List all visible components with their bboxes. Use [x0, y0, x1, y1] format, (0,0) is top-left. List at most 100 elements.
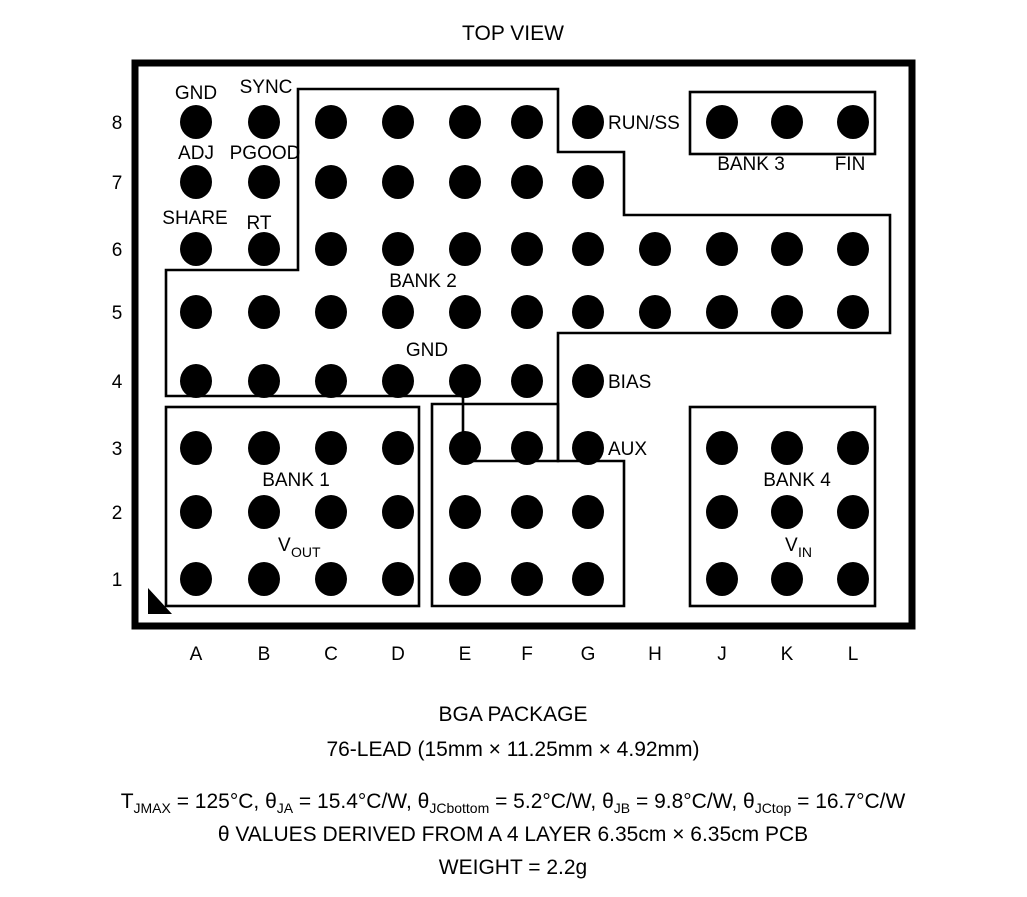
solder-ball-E5: [449, 295, 481, 329]
solder-ball-E1: [449, 562, 481, 596]
solder-ball-L8: [837, 105, 869, 139]
column-label-f: F: [521, 644, 533, 665]
bank1-net-v: V: [278, 535, 291, 556]
theta-jb-value: = 9.8°C/W,: [630, 790, 743, 813]
bank4-net-sub: IN: [798, 544, 812, 560]
bank2-net-label: GND: [406, 340, 448, 361]
solder-ball-H6: [639, 232, 671, 266]
column-label-c: C: [324, 644, 338, 665]
column-label-l: L: [848, 644, 859, 665]
solder-ball-F2: [511, 495, 543, 529]
solder-ball-D7: [382, 165, 414, 199]
row-label-8: 8: [112, 113, 123, 134]
pin-label-bias: BIAS: [608, 372, 651, 393]
column-label-j: J: [717, 644, 727, 665]
solder-ball-L1: [837, 562, 869, 596]
bank2-label: BANK 2: [389, 271, 457, 292]
theta-jb-symbol: θ: [602, 790, 614, 813]
pin-1-indicator-triangle: [148, 588, 172, 614]
solder-ball-K5: [771, 295, 803, 329]
solder-ball-D1: [382, 562, 414, 596]
solder-ball-G6: [572, 232, 604, 266]
solder-ball-C5: [315, 295, 347, 329]
row-label-7: 7: [112, 173, 123, 194]
solder-ball-G2: [572, 495, 604, 529]
pin-label-aux: AUX: [608, 439, 647, 460]
pin-label-adj: ADJ: [178, 143, 214, 164]
solder-ball-G3: [572, 431, 604, 465]
row-label-1: 1: [112, 570, 123, 591]
column-label-g: G: [581, 644, 596, 665]
pin-label-gnd-top: GND: [175, 83, 217, 104]
solder-ball-F5: [511, 295, 543, 329]
solder-ball-K2: [771, 495, 803, 529]
solder-ball-K3: [771, 431, 803, 465]
tjmax-value: = 125°C,: [171, 790, 265, 813]
solder-ball-A7: [180, 165, 212, 199]
solder-ball-B2: [248, 495, 280, 529]
pin-label-pgood: PGOOD: [230, 143, 301, 164]
solder-ball-G4: [572, 364, 604, 398]
theta-derivation-note: θ VALUES DERIVED FROM A 4 LAYER 6.35cm ×…: [218, 823, 808, 846]
solder-ball-L5: [837, 295, 869, 329]
solder-ball-C3: [315, 431, 347, 465]
package-weight: WEIGHT = 2.2g: [439, 856, 587, 879]
theta-ja-value: = 15.4°C/W,: [293, 790, 418, 813]
row-label-5: 5: [112, 303, 123, 324]
solder-ball-E2: [449, 495, 481, 529]
column-label-b: B: [258, 644, 271, 665]
theta-ja-symbol: θ: [265, 790, 277, 813]
solder-ball-C4: [315, 364, 347, 398]
bank4-net-label: V IN: [785, 535, 812, 560]
solder-ball-array: [180, 105, 869, 596]
solder-ball-C6: [315, 232, 347, 266]
solder-ball-G7: [572, 165, 604, 199]
solder-ball-E3: [449, 431, 481, 465]
bank1-net-sub: OUT: [291, 544, 321, 560]
solder-ball-J5: [706, 295, 738, 329]
solder-ball-K6: [771, 232, 803, 266]
solder-ball-K1: [771, 562, 803, 596]
theta-ja-subscript: JA: [277, 800, 294, 816]
thermal-characteristics-line: TJMAX = 125°C, θJA = 15.4°C/W, θJCbottom…: [121, 790, 906, 816]
column-label-a: A: [190, 644, 203, 665]
solder-ball-B7: [248, 165, 280, 199]
solder-ball-E8: [449, 105, 481, 139]
solder-ball-L6: [837, 232, 869, 266]
solder-ball-D3: [382, 431, 414, 465]
bank2-region-outline: [164, 87, 892, 463]
row-reference-labels: 8 7 6 5 4 3 2 1: [112, 113, 123, 591]
theta-jb-subscript: JB: [614, 800, 630, 816]
solder-ball-F8: [511, 105, 543, 139]
bank4-label: BANK 4: [763, 470, 831, 491]
bank4-net-v: V: [785, 535, 798, 556]
solder-ball-L2: [837, 495, 869, 529]
solder-ball-A8: [180, 105, 212, 139]
solder-ball-D2: [382, 495, 414, 529]
solder-ball-C8: [315, 105, 347, 139]
theta-jctop-symbol: θ: [743, 790, 755, 813]
column-reference-labels: A B C D E F G H J K L: [190, 644, 859, 665]
solder-ball-C1: [315, 562, 347, 596]
tjmax-symbol: T: [121, 790, 134, 813]
pin-label-fin: FIN: [835, 154, 866, 175]
theta-jctop-subscript: JCtop: [755, 800, 792, 816]
row-label-6: 6: [112, 240, 123, 261]
solder-ball-B4: [248, 364, 280, 398]
solder-ball-G8: [572, 105, 604, 139]
gnd-lower-region-outline: [430, 402, 626, 608]
solder-ball-C2: [315, 495, 347, 529]
pin-label-sync: SYNC: [240, 77, 293, 98]
solder-ball-G5: [572, 295, 604, 329]
row-label-3: 3: [112, 439, 123, 460]
solder-ball-J2: [706, 495, 738, 529]
solder-ball-J6: [706, 232, 738, 266]
theta-jcbottom-symbol: θ: [418, 790, 430, 813]
solder-ball-E6: [449, 232, 481, 266]
solder-ball-F4: [511, 364, 543, 398]
solder-ball-J1: [706, 562, 738, 596]
solder-ball-B6: [248, 232, 280, 266]
bank4-region-outline: [688, 405, 877, 608]
solder-ball-B8: [248, 105, 280, 139]
row-label-2: 2: [112, 503, 123, 524]
